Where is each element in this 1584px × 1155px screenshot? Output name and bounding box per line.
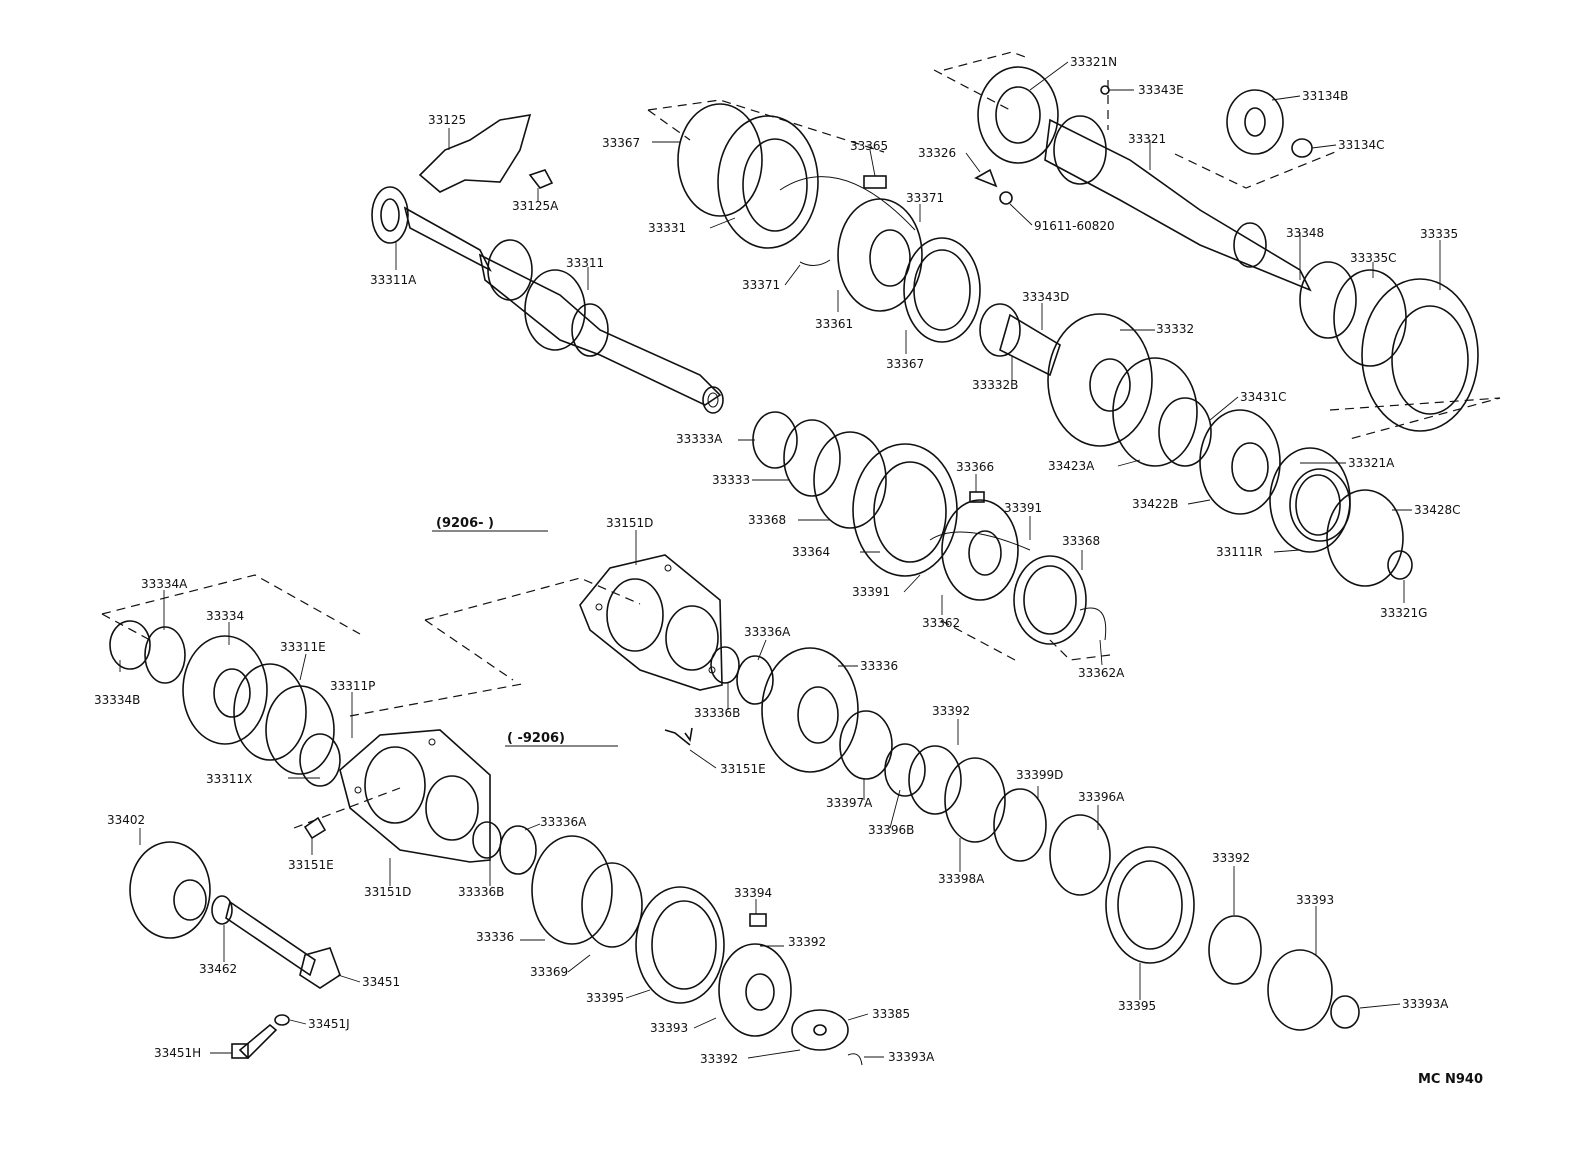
part-label: 33399D [1016, 768, 1063, 782]
input-shaft-assembly [371, 114, 724, 414]
part-label: 33371 [742, 278, 780, 292]
part-label: 33451 [362, 975, 400, 989]
part-label: 33343E [1138, 83, 1184, 97]
part-label: 33111R [1216, 545, 1263, 559]
part-label: 33395 [1118, 999, 1156, 1013]
part-label: 33336B [694, 706, 740, 720]
part-label: 33326 [918, 146, 956, 160]
part-label: 33311A [370, 273, 417, 287]
reverse-idler-group [109, 620, 341, 787]
part-label: 33393 [1296, 893, 1334, 907]
part-label: 33335C [1350, 251, 1397, 265]
part-label: 33393 [650, 1021, 688, 1035]
part-label: 33343D [1022, 290, 1069, 304]
part-label: 33431C [1240, 390, 1287, 404]
part-label: 33321A [1348, 456, 1395, 470]
part-label: 33396B [868, 823, 914, 837]
part-label: 33336A [744, 625, 791, 639]
variant-label-from-9206: (9206- ) [436, 516, 494, 531]
part-label: 33134B [1302, 89, 1348, 103]
part-label: 33331 [648, 221, 686, 235]
part-label: 33332B [972, 378, 1018, 392]
part-label: 33369 [530, 965, 568, 979]
part-label: 33398A [938, 872, 985, 886]
gasket-plate-lower [339, 729, 491, 863]
part-label: 33151D [364, 885, 411, 899]
fifth-gear-assembly [684, 646, 1360, 1031]
part-label: 33151E [720, 762, 766, 776]
part-label: 33397A [826, 796, 873, 810]
part-label: 33393A [1402, 997, 1449, 1011]
part-label: 33392 [700, 1052, 738, 1066]
diagram-code: MC N940 [1418, 1072, 1483, 1087]
part-label: 33334B [94, 693, 140, 707]
part-label: 33311E [280, 640, 326, 654]
part-label: 33362 [922, 616, 960, 630]
part-label: 33364 [792, 545, 830, 559]
part-label: 33333A [676, 432, 723, 446]
part-label: 33422B [1132, 497, 1178, 511]
group-outlines [101, 51, 1501, 829]
part-label: 33336 [860, 659, 898, 673]
part-label: 33394 [734, 886, 772, 900]
leader-lines [119, 61, 1441, 1059]
part-label: 33335 [1420, 227, 1458, 241]
part-label: 33333 [712, 473, 750, 487]
part-label: 33321 [1128, 132, 1166, 146]
part-label: 33311X [206, 772, 252, 786]
part-label: 33336A [540, 815, 587, 829]
synchro-middle [752, 411, 1107, 645]
reverse-shaft [129, 729, 691, 1060]
part-label: 33371 [906, 191, 944, 205]
part-label: 91611-60820 [1034, 219, 1115, 233]
part-label: 33451H [154, 1046, 201, 1060]
part-label: 33134C [1338, 138, 1385, 152]
part-label: 33367 [602, 136, 640, 150]
part-label: 33334 [206, 609, 244, 623]
part-label: 33362A [1078, 666, 1125, 680]
part-label: 33396A [1078, 790, 1125, 804]
part-label: 33334A [141, 577, 188, 591]
part-label: 33321G [1380, 606, 1427, 620]
part-label: 33311P [330, 679, 375, 693]
part-label: 33392 [1212, 851, 1250, 865]
part-label: 33151D [606, 516, 653, 530]
part-label: 33311 [566, 256, 604, 270]
lower-gear-train [472, 821, 863, 1066]
part-label: 33336 [476, 930, 514, 944]
counter-shaft-assembly [974, 66, 1479, 432]
part-label: 33321N [1070, 55, 1117, 69]
part-labels: 33321N 33343E 33134B 33134C 33321 33326 … [94, 55, 1461, 1066]
part-label: 33368 [748, 513, 786, 527]
part-label: 33366 [956, 460, 994, 474]
output-gear-assembly [979, 303, 1413, 587]
part-label: 33348 [1286, 226, 1324, 240]
part-label: 33428C [1414, 503, 1461, 517]
part-label: 33392 [788, 935, 826, 949]
part-label: 33385 [872, 1007, 910, 1021]
part-label: 33336B [458, 885, 504, 899]
part-label: 33393A [888, 1050, 935, 1064]
part-label: 33365 [850, 139, 888, 153]
part-label: 33391 [1004, 501, 1042, 515]
part-label: 33402 [107, 813, 145, 827]
part-label: 33151E [288, 858, 334, 872]
part-label: 33361 [815, 317, 853, 331]
part-label: 33367 [886, 357, 924, 371]
part-label: 33462 [199, 962, 237, 976]
part-label: 33423A [1048, 459, 1095, 473]
part-label: 33368 [1062, 534, 1100, 548]
part-label: 33392 [932, 704, 970, 718]
part-label: 33332 [1156, 322, 1194, 336]
part-label: 33125A [512, 199, 559, 213]
variant-label-to-9206: ( -9206) [507, 731, 565, 746]
part-label: 33395 [586, 991, 624, 1005]
part-label: 33125 [428, 113, 466, 127]
part-label: 33451J [308, 1017, 350, 1031]
variant-headings: (9206- ) ( -9206) [432, 516, 618, 747]
part-label: 33391 [852, 585, 890, 599]
gasket-plate-upper [579, 554, 723, 691]
